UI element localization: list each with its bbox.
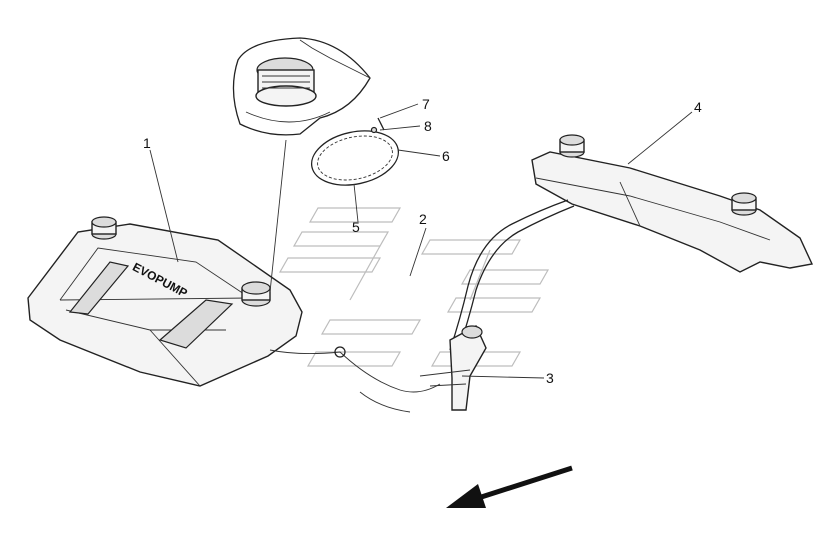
- fuel-tank-main: EVOPUMP: [27, 216, 303, 387]
- callout-3: 3: [546, 370, 554, 386]
- screw-and-washer: [370, 117, 385, 134]
- callout-6: 6: [442, 148, 450, 164]
- seal-ring: [310, 130, 400, 186]
- leader-lines: [149, 103, 693, 379]
- arrow-left-icon: [446, 465, 573, 508]
- fuel-tank-auxiliary: [531, 134, 814, 273]
- callout-8: 8: [424, 118, 432, 134]
- inset-filler-detail: [232, 37, 371, 136]
- callout-5: 5: [352, 219, 360, 235]
- callout-4: 4: [694, 99, 702, 115]
- callout-1: 1: [143, 135, 151, 151]
- callout-7: 7: [422, 96, 430, 112]
- hose-assembly: [269, 199, 575, 413]
- filter-fitting: [419, 325, 487, 411]
- callout-2: 2: [419, 211, 427, 227]
- watermark-logo: [278, 207, 550, 367]
